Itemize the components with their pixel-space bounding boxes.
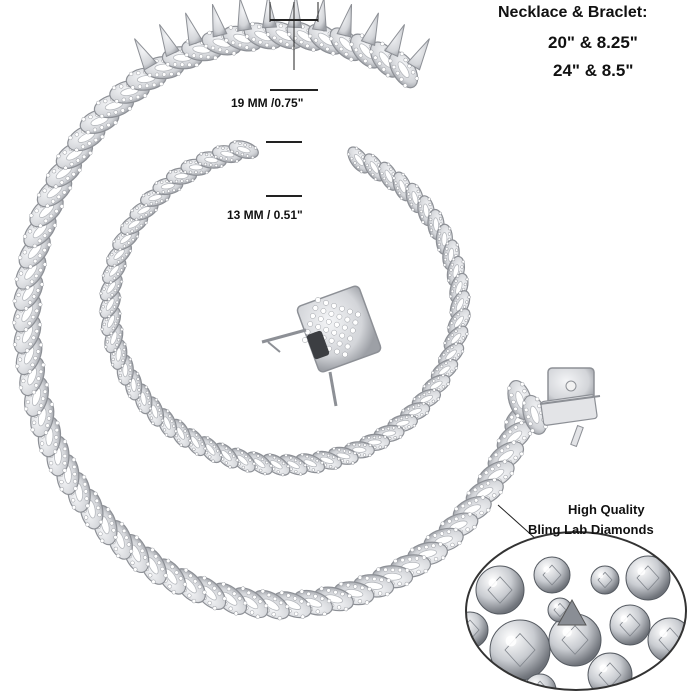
spike-11 xyxy=(406,38,430,71)
spike-1 xyxy=(158,24,180,58)
spike-5 xyxy=(261,0,278,29)
width-marker-13mm xyxy=(266,141,302,197)
necklace-width-label: 19 MM /0.75" xyxy=(231,96,304,110)
spike-9 xyxy=(360,12,379,47)
bracelet-width-label: 13 MM / 0.51" xyxy=(227,208,303,222)
bracelet-clasp xyxy=(261,285,382,407)
diamond-3 xyxy=(625,555,671,601)
quality-line-1: High Quality xyxy=(568,502,645,517)
spike-8 xyxy=(336,3,353,38)
diamond-point xyxy=(557,598,587,626)
spike-0 xyxy=(134,38,158,71)
lab-diamonds-inset xyxy=(465,531,687,691)
bracelet-link-44 xyxy=(101,257,127,284)
spike-7 xyxy=(311,0,327,32)
bracelet-chain xyxy=(98,140,472,477)
spike-6 xyxy=(286,0,303,29)
necklace-chain xyxy=(12,20,548,621)
necklace-spikes xyxy=(134,0,430,71)
diamond-5 xyxy=(548,613,602,667)
width-marker-19mm xyxy=(269,2,319,91)
diamond-6 xyxy=(609,604,651,646)
size-option-2: 24" & 8.5" xyxy=(553,61,634,80)
size-option-1: 20" & 8.25" xyxy=(548,33,638,52)
product-title: Necklace & Braclet: xyxy=(498,4,648,21)
diamond-0 xyxy=(475,565,525,615)
spike-10 xyxy=(384,24,406,58)
diamond-4 xyxy=(489,619,551,681)
bracelet-link-55 xyxy=(228,140,259,160)
diamond-1 xyxy=(533,556,571,594)
bracelet-link-12 xyxy=(446,308,472,336)
diamond-2 xyxy=(590,565,620,595)
spike-3 xyxy=(211,3,228,38)
spike-2 xyxy=(185,12,204,47)
necklace-clasp xyxy=(539,367,601,448)
necklace-link-39 xyxy=(18,233,52,269)
spike-4 xyxy=(237,0,253,32)
quality-line-2: Bling Lab Diamonds xyxy=(528,522,654,537)
